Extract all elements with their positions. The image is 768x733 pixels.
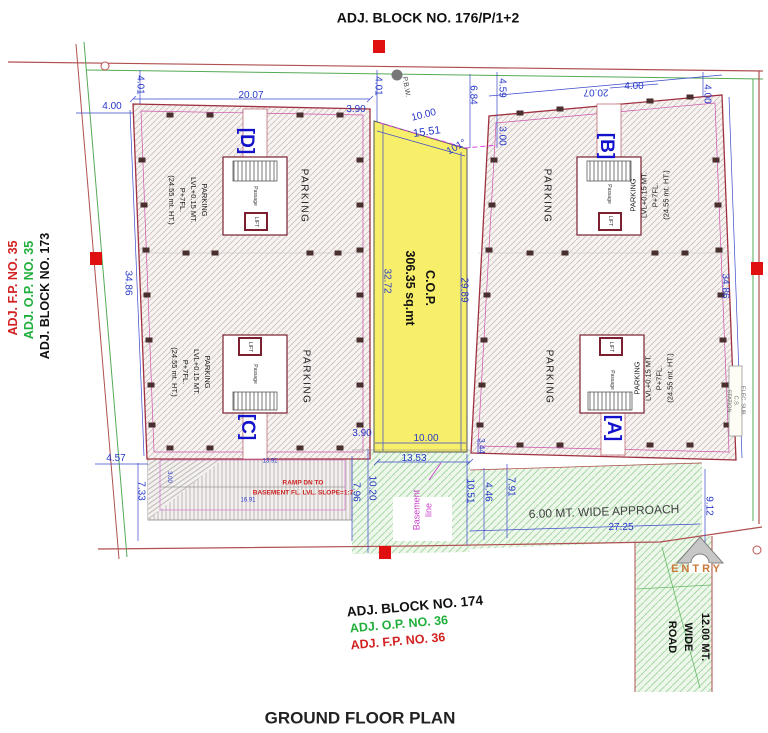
- adj-block-top-label: ADJ. BLOCK NO. 176/P/1+2: [336, 9, 520, 26]
- parking-note-d: PARKING LVL+0.15 MT. P+7FL. (24.55 mt. H…: [167, 175, 209, 225]
- basement-line-label: Basement line: [411, 489, 433, 531]
- dim-457: 4.57: [106, 452, 126, 464]
- basement-line-arrow: [428, 462, 442, 481]
- parking-note-b: PARKING LVL+0.15 MT. P+7FL. (24.55 mt. H…: [628, 170, 670, 220]
- parking-note-c: PARKING LVL+0.15 MT. P+7FL. (24.55 mt. H…: [170, 347, 212, 397]
- passage-label-c: Passage: [252, 364, 259, 384]
- dim-1691: 16.91: [240, 497, 256, 504]
- block-label-b: [B]: [595, 132, 617, 160]
- dim-796: 7.96: [350, 482, 362, 502]
- passage-label-d: Passage: [252, 186, 259, 206]
- dim-684: 6.84: [467, 85, 479, 105]
- dim-400-topleft: 4.00: [102, 100, 122, 112]
- pbw-marker: [391, 69, 403, 81]
- parking-note-a: PARKING LVL+0.15 MT. P+7FL. (24.55 mt. H…: [632, 353, 674, 403]
- structural-columns: [138, 94, 731, 451]
- plan-title: GROUND FLOOR PLAN: [264, 708, 456, 728]
- block-label-c: [C]: [236, 413, 258, 441]
- basement-ramp: [147, 452, 353, 521]
- dim-2725: 27.25: [608, 521, 634, 533]
- boundary-markers: [90, 40, 763, 559]
- dim-401-mid: 4.01: [372, 76, 384, 96]
- passage-label-b: Passage: [606, 184, 613, 204]
- lift-label-b: LIFT: [607, 215, 614, 227]
- parking-label-d: PARKING: [298, 168, 310, 224]
- dim-2989: 29.89: [458, 277, 470, 303]
- dim-446: 4.46: [482, 482, 494, 502]
- lift-label-d: LIFT: [253, 216, 260, 228]
- dim-390-bottom: 3.90: [352, 427, 372, 439]
- green-open-areas: [352, 450, 712, 692]
- road-label: 12.00 MT. WIDE ROAD: [665, 612, 711, 662]
- pbw-label: P.B.W.: [400, 76, 412, 98]
- entry-arrow-icon: [675, 536, 725, 573]
- lift-label-a: LIFT: [608, 341, 615, 353]
- parking-label-b: PARKING: [541, 168, 553, 224]
- dim-3272: 32.72: [381, 268, 393, 294]
- core-b: [576, 103, 642, 236]
- dim-459: 4.59: [496, 78, 508, 98]
- dim-400-topright: 4.00: [624, 80, 644, 92]
- core-c: [222, 334, 288, 460]
- dim-733: 7.33: [135, 481, 147, 501]
- dim-1551: 15.51: [412, 124, 442, 140]
- block-label-a: [A]: [602, 414, 624, 442]
- approach-label: 6.00 MT. WIDE APPROACH: [528, 501, 680, 522]
- dim-3486-left: 34.86: [122, 270, 134, 296]
- dim-401-left: 4.01: [134, 75, 146, 95]
- dim-1020: 10.20: [366, 475, 378, 501]
- ramp-note: RAMP DN TO BASEMENT FL. LVL. SLOPE=1:7: [252, 479, 354, 496]
- building-block-dc: [132, 103, 371, 460]
- block-label-d: [D]: [235, 127, 257, 155]
- passage-label-a: Passage: [609, 370, 616, 390]
- dim-300-ramp: 3.00: [165, 471, 172, 483]
- dim-1353: 13.53: [401, 452, 427, 464]
- plot-boundary: [7, 41, 764, 692]
- core-a: [579, 334, 645, 456]
- dim-791: 7.91: [505, 477, 517, 497]
- dim-2007-right: 20.07: [583, 86, 609, 98]
- core-d: [222, 108, 288, 236]
- adj-fp-left-label: ADJ. F.P. NO. 35: [6, 240, 21, 336]
- dim-3486-right: 34.86: [719, 273, 731, 299]
- pbw-dashed-line: [379, 122, 498, 149]
- adj-op-left-label: ADJ. O.P. NO. 35: [22, 240, 37, 340]
- dim-300-right: 3.00: [496, 126, 508, 146]
- dim-2007-left: 20.07: [238, 89, 264, 101]
- cop-label: C.O.P. 306.35 sq.mt: [403, 250, 437, 326]
- dim-912: 9.12: [703, 496, 715, 516]
- dim-390-top: 3.90: [346, 103, 366, 115]
- adj-block-left-label: ADJ. BLOCK NO. 173: [38, 232, 53, 360]
- entry-label: ENTRY: [671, 563, 723, 576]
- dim-400-right: 4.00: [701, 84, 713, 104]
- dim-1391: 13.91: [262, 458, 278, 465]
- elec-substation-label: ELEC. SUB. C.S. STATION: [725, 385, 746, 417]
- dim-1051: 10.51: [464, 478, 476, 504]
- parking-label-c: PARKING: [300, 349, 312, 405]
- elec-substation-box: [728, 365, 743, 437]
- lift-label-c: LIFT: [247, 341, 254, 353]
- parking-label-a: PARKING: [543, 349, 555, 405]
- dim-344: 3.44: [477, 438, 486, 454]
- dim-1000-top: 10.00: [410, 106, 438, 124]
- dim-1000-bottom: 10.00: [413, 432, 439, 444]
- dim-101deg: 101°: [444, 137, 469, 158]
- dimension-lines: [76, 70, 743, 553]
